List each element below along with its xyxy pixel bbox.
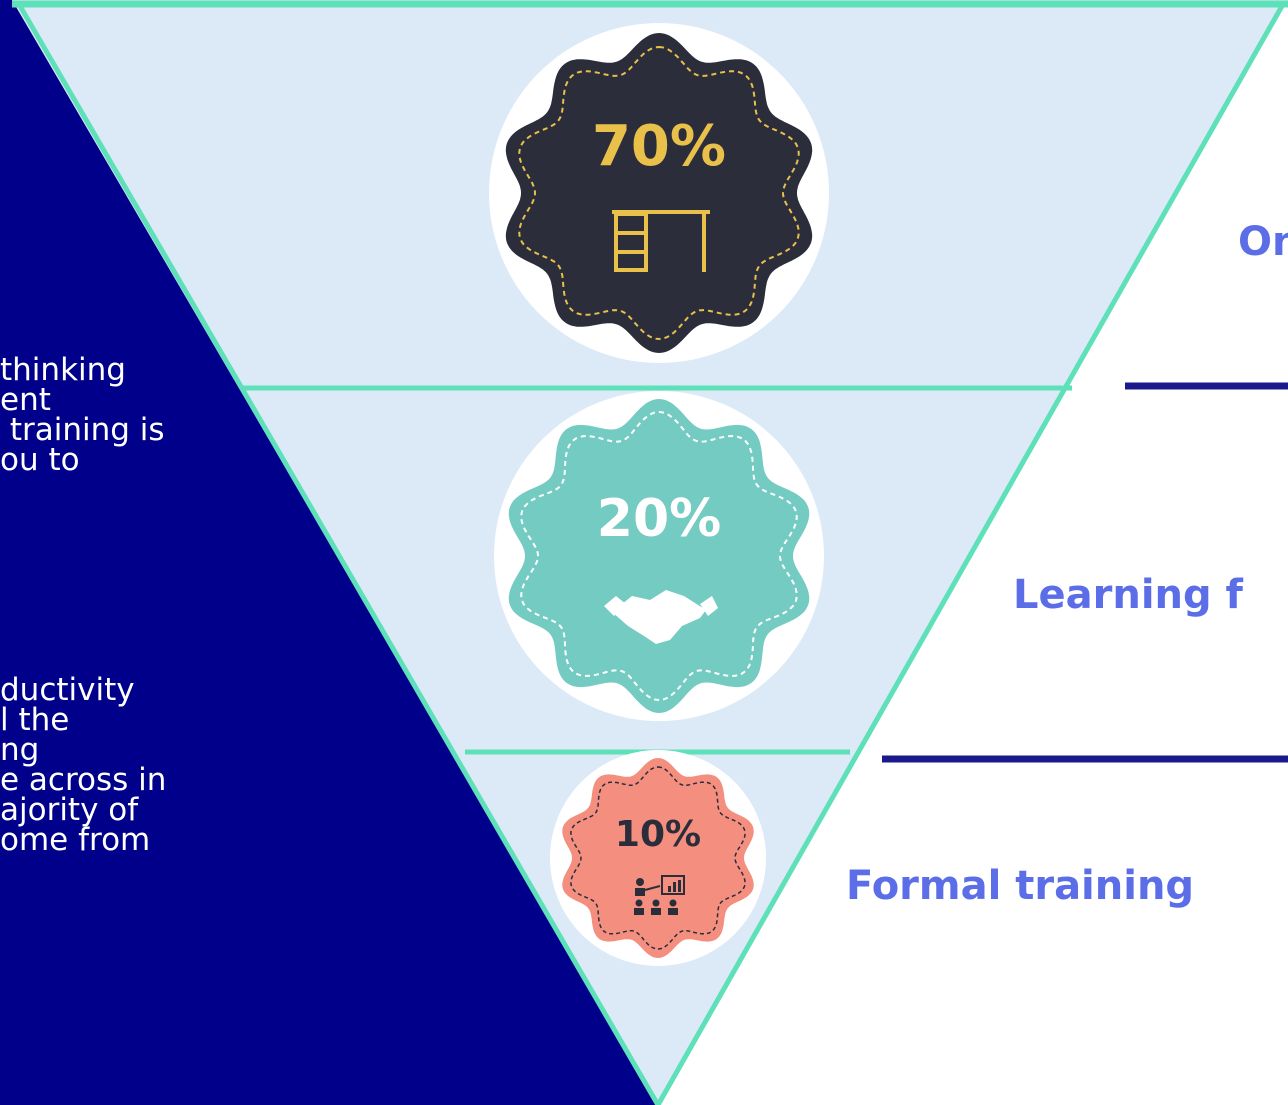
pyramid-outline-right — [655, 4, 1285, 1105]
badge-20-dashed-border — [520, 410, 798, 702]
left-paragraph-2: ductivity l the ng e across in ajority o… — [0, 672, 167, 858]
badge-20-star — [508, 399, 810, 713]
badge-10-percent: 10% — [615, 814, 701, 855]
tier-label-3: Formal training — [846, 863, 1195, 909]
handshake-icon — [604, 590, 718, 644]
badge-70-percent: 70% — [592, 114, 726, 179]
badge-20: 20% — [494, 391, 824, 721]
badge-70-star — [505, 33, 813, 353]
badge-10-star — [562, 758, 754, 958]
badge-70: 70% — [489, 23, 829, 363]
presentation-icon — [634, 875, 685, 915]
badge-70-dashed-border — [518, 45, 800, 341]
badge-10: 10% — [550, 750, 766, 966]
pyramid-outline-left — [17, 4, 661, 1105]
tier-label-1: On — [1238, 219, 1288, 265]
desk-icon — [612, 210, 710, 272]
tier-label-2: Learning f — [1013, 572, 1243, 618]
badge-10-dashed-border — [570, 766, 746, 950]
left-paragraph-1: thinking ent training is ou to — [0, 352, 165, 478]
badge-20-percent: 20% — [597, 489, 721, 549]
